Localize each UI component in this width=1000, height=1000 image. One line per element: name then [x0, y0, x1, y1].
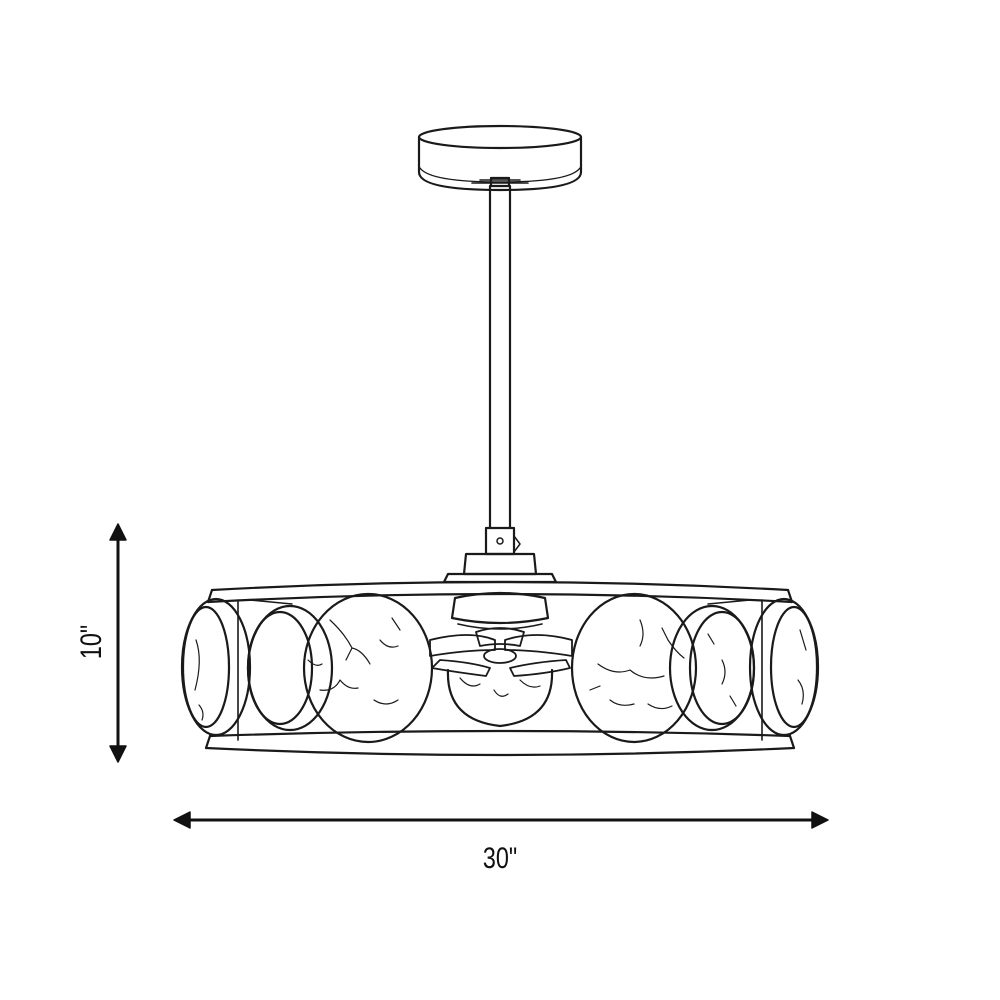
globe-right-inner	[668, 604, 756, 732]
globe-right-outer	[748, 597, 820, 737]
downrod	[484, 184, 521, 556]
globe-left-inner	[246, 604, 334, 732]
width-dimension-arrow	[173, 811, 829, 829]
ceiling-canopy	[417, 124, 583, 192]
fan-blades	[429, 627, 573, 677]
globe-left-outer	[180, 597, 252, 737]
globe-front-right	[570, 592, 698, 744]
motor-housing	[442, 552, 558, 630]
width-dimension-label: 30"	[482, 842, 518, 875]
globe-center	[446, 668, 554, 728]
cage-rings	[204, 580, 796, 757]
height-dimension-label: 10"	[75, 624, 108, 660]
globe-front-left	[302, 592, 434, 744]
height-dimension-arrow	[109, 523, 127, 763]
